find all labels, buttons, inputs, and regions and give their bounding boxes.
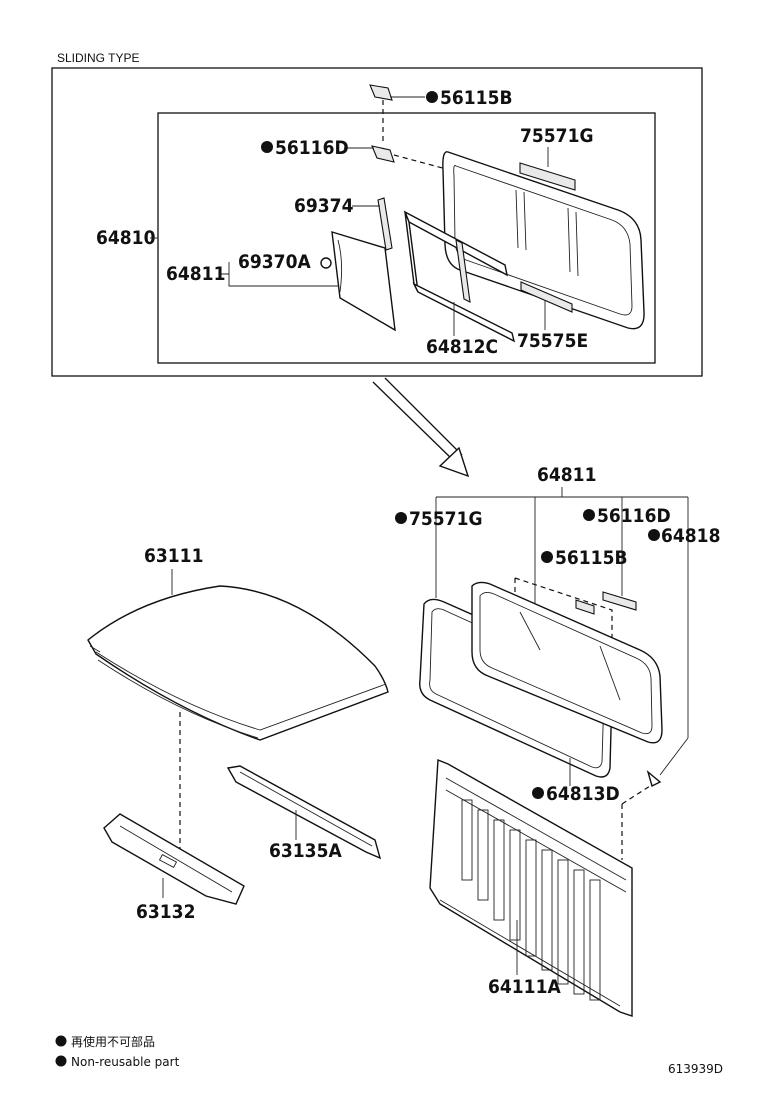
back-window-glass-assembly <box>471 581 663 744</box>
section-title: SLIDING TYPE <box>57 51 139 65</box>
non-reusable-dot <box>648 529 660 541</box>
label-75571g-top[interactable]: 75571G <box>520 125 594 147</box>
label-64812c[interactable]: 64812C <box>426 336 498 358</box>
back-window-frame-inset <box>442 151 645 330</box>
label-56116d-main[interactable]: 56116D <box>597 505 671 527</box>
non-reusable-dot <box>395 512 407 524</box>
header-panel-63132 <box>103 813 245 905</box>
back-panel-64111a <box>429 758 633 1017</box>
label-64813d[interactable]: 64813D <box>546 783 620 805</box>
label-63111[interactable]: 63111 <box>144 545 203 567</box>
legend-jp: 再使用不可部品 <box>71 1034 155 1049</box>
label-63132[interactable]: 63132 <box>136 901 195 923</box>
non-reusable-dot <box>532 787 544 799</box>
label-64810[interactable]: 64810 <box>96 227 156 249</box>
label-56115b-main[interactable]: 56115B <box>555 547 628 569</box>
sliding-type-outer-box <box>51 67 703 377</box>
non-reusable-dot <box>541 551 553 563</box>
sliding-glass-inset <box>331 231 396 332</box>
label-64818[interactable]: 64818 <box>661 525 720 547</box>
sliding-frame-64812c <box>403 210 516 343</box>
latch-69370a <box>320 257 332 269</box>
label-64811-main[interactable]: 64811 <box>537 464 596 486</box>
label-64111a[interactable]: 64111A <box>488 976 561 998</box>
diagram-id: 613939D <box>668 1062 723 1076</box>
label-56115b-top[interactable]: 56115B <box>440 87 513 109</box>
roof-bow-63135a <box>226 765 382 860</box>
label-75571g-main[interactable]: 75571G <box>409 508 483 530</box>
non-reusable-dot <box>426 91 438 103</box>
legend-dot <box>55 1055 67 1067</box>
pointer-arrow <box>372 377 470 478</box>
non-reusable-dot <box>261 141 273 153</box>
roof-panel-63111 <box>87 585 389 741</box>
label-69370a[interactable]: 69370A <box>238 251 311 273</box>
clip-56116d-main <box>602 591 637 611</box>
label-75575e[interactable]: 75575E <box>517 330 588 352</box>
legend-dot <box>55 1035 67 1047</box>
seal-64818 <box>646 770 662 788</box>
strip-69374 <box>377 197 393 251</box>
label-63135a[interactable]: 63135A <box>269 840 342 862</box>
seal-75575e <box>520 281 573 313</box>
legend-en: Non-reusable part <box>71 1055 180 1069</box>
clip-56115b-main <box>575 599 595 615</box>
label-69374[interactable]: 69374 <box>294 195 354 217</box>
clip-56116d-top <box>344 145 451 171</box>
clip-56115b-top <box>369 84 425 144</box>
leader-64811-top <box>221 273 338 287</box>
label-64811-top[interactable]: 64811 <box>166 263 225 285</box>
seal-75571g-inset <box>519 162 576 191</box>
label-56116d-top[interactable]: 56116D <box>275 137 349 159</box>
dash-guide <box>514 577 613 656</box>
non-reusable-dot <box>583 509 595 521</box>
